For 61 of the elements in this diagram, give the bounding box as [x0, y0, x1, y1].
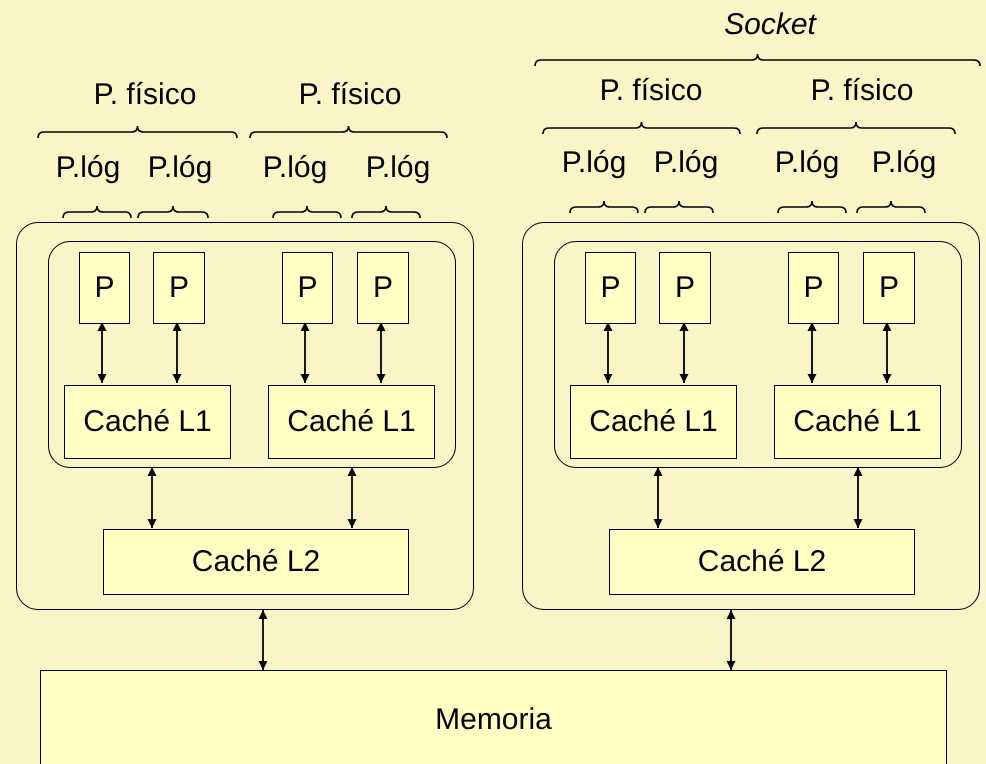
unit-label: P. físico [600, 74, 702, 108]
double-arrow [654, 467, 662, 528]
double-arrow [376, 322, 386, 383]
box-label: P [297, 271, 318, 305]
processor-box [357, 252, 409, 324]
unit-label: P.lóg [148, 151, 212, 185]
group-label: Socket [724, 8, 816, 42]
unit-label: P.lóg [774, 146, 840, 180]
box-label: Caché L1 [793, 405, 922, 439]
box-label: Caché L2 [698, 545, 826, 579]
box-label: P [372, 271, 393, 305]
double-arrow [808, 322, 816, 383]
unit-label: P.lóg [262, 151, 328, 185]
double-arrow [98, 322, 106, 383]
double-arrow [726, 610, 736, 670]
box-label: P [600, 271, 620, 305]
box-label: Caché L2 [192, 545, 320, 579]
processor-box [863, 252, 915, 324]
box-label: P [878, 271, 899, 305]
unit-label: P.lóg [366, 151, 430, 185]
box-label: P [674, 271, 695, 305]
core-group-box [48, 241, 456, 468]
unit-label: P.lóg [56, 151, 120, 185]
core-group-box [554, 241, 962, 468]
processor-box [788, 252, 839, 324]
processor-box [79, 252, 130, 324]
double-arrow [300, 322, 310, 383]
double-arrow [604, 322, 612, 383]
box-label: P [168, 271, 189, 305]
cache-box [570, 385, 737, 459]
cache-box [64, 385, 231, 459]
processor-box [153, 252, 205, 324]
cache-box [40, 670, 947, 764]
cache-box [609, 529, 915, 595]
double-arrow [854, 467, 862, 528]
processor-box [585, 252, 636, 324]
cache-box [268, 385, 435, 459]
double-arrow [258, 610, 268, 670]
processor-box [659, 252, 711, 324]
box-label: Memoria [435, 703, 552, 737]
socket-box [16, 222, 474, 610]
cache-box [774, 385, 941, 459]
double-arrow [148, 467, 156, 528]
socket-box [522, 222, 980, 610]
double-arrow [348, 467, 356, 528]
box-label: P [94, 271, 114, 305]
unit-label: P.lóg [872, 146, 936, 180]
double-arrow [882, 322, 892, 383]
double-arrow [172, 322, 182, 383]
cache-box [103, 529, 409, 595]
box-label: P [803, 271, 824, 305]
unit-label: P. físico [810, 74, 914, 108]
box-label: Caché L1 [589, 405, 718, 439]
unit-label: P.lóg [562, 146, 626, 180]
processor-box [282, 252, 333, 324]
double-arrow [680, 322, 688, 383]
box-label: Caché L1 [287, 405, 416, 439]
unit-label: P. físico [94, 78, 196, 112]
box-label: Caché L1 [83, 405, 212, 439]
unit-label: P.lóg [654, 146, 718, 180]
unit-label: P. físico [298, 78, 402, 112]
